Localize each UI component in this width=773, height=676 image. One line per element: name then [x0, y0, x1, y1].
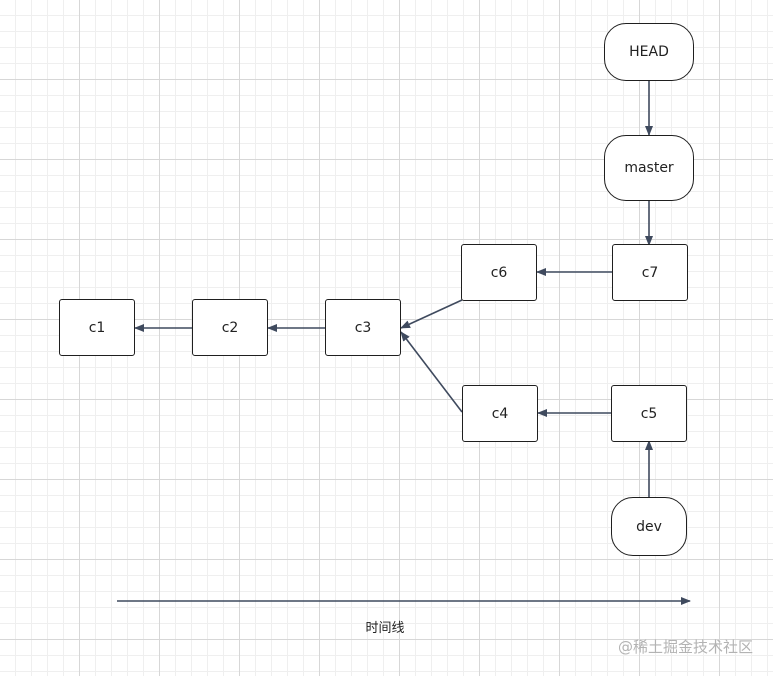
commit-c3: c3	[325, 299, 401, 356]
commit-c4: c4	[462, 385, 538, 442]
commit-c2: c2	[192, 299, 268, 356]
ref-head: HEAD	[604, 23, 694, 81]
commit-c7: c7	[612, 244, 688, 301]
watermark: @稀土掘金技术社区	[617, 638, 753, 656]
ref-head-label: HEAD	[629, 44, 669, 60]
commit-c3-label: c3	[354, 319, 372, 336]
commit-c4-label: c4	[491, 405, 509, 422]
commit-c5: c5	[611, 385, 687, 442]
edge-c4-to-c3	[400, 331, 463, 413]
commit-c7-label: c7	[641, 264, 659, 281]
commit-c6: c6	[461, 244, 537, 301]
commit-c2-label: c2	[221, 319, 239, 336]
ref-master-label: master	[624, 160, 674, 176]
timeline-label: 时间线	[365, 621, 405, 636]
ref-master: master	[604, 135, 694, 201]
ref-dev-label: dev	[636, 518, 662, 535]
ref-dev: dev	[611, 497, 687, 556]
commit-c5-label: c5	[640, 405, 658, 422]
commit-c1: c1	[59, 299, 135, 356]
commit-c6-label: c6	[490, 264, 508, 281]
edge-c6-to-c3	[400, 299, 463, 329]
commit-c1-label: c1	[88, 319, 106, 336]
